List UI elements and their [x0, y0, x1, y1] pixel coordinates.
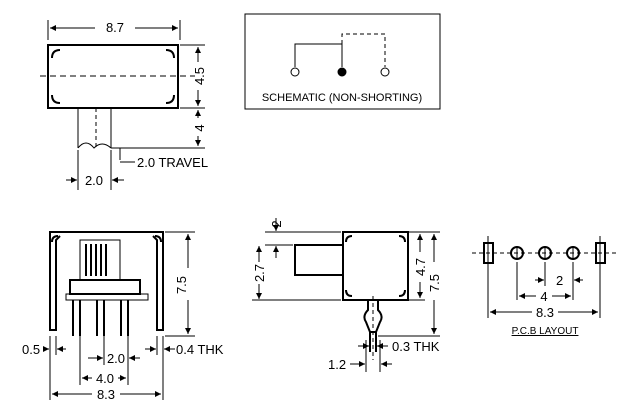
pitch-label: 2.0 — [107, 351, 125, 366]
contact-left — [290, 67, 300, 77]
top-corner-br — [165, 94, 175, 104]
front-corner-left — [51, 235, 59, 243]
connection-dashed — [341, 33, 386, 67]
side-corner-bl — [345, 289, 353, 297]
thk-label: 0.4 THK — [176, 342, 224, 357]
top-width-label: 8.7 — [106, 20, 124, 35]
pcb-layout: 2 4 8.3 P.C.B LAYOUT — [472, 236, 618, 337]
top-body — [47, 44, 179, 109]
dim-05-label: 0.5 — [22, 342, 40, 357]
connection-solid — [294, 43, 343, 67]
w20-label: 2.0 — [85, 173, 103, 188]
front-actuator-ribs — [85, 244, 107, 276]
pcb-span-label: 4 — [540, 289, 547, 304]
h4-label: 4 — [192, 124, 207, 131]
front-corner-right — [154, 235, 162, 243]
front-housing-base — [69, 279, 141, 295]
pcb-hole-centers — [487, 236, 601, 270]
w40-label: 4.0 — [96, 371, 114, 386]
pcb-pitch-label: 2 — [556, 273, 563, 288]
front-base-plate — [65, 293, 149, 301]
schematic-frame — [244, 13, 441, 110]
h75-label: 7.5 — [174, 276, 189, 294]
actuator-break — [77, 142, 112, 149]
pcb-width-label: 8.3 — [536, 305, 554, 320]
front-view: 7.5 0.5 2.0 0.4 THK 4.0 8.3 — [22, 231, 224, 402]
side-view: 2 2.7 4.7 7.5 1.2 0.3 THK — [252, 218, 442, 372]
top-corner-tl — [51, 49, 61, 59]
d47-label: 4.7 — [413, 258, 428, 276]
front-right-leg — [152, 232, 164, 331]
schematic-label: SCHEMATIC (NON-SHORTING) — [262, 92, 422, 104]
contact-right — [380, 67, 390, 77]
w83-label: 8.3 — [97, 387, 115, 402]
top-corner-tr — [165, 49, 175, 59]
contact-common — [337, 67, 347, 77]
d2-label: 2 — [269, 220, 284, 227]
d75-label: 7.5 — [427, 274, 442, 292]
front-top-frame — [49, 231, 164, 245]
side-corner-br — [398, 289, 406, 297]
h45-label: 4.5 — [192, 67, 207, 85]
schematic-box: SCHEMATIC (NON-SHORTING) — [244, 13, 441, 110]
top-corner-bl — [51, 94, 61, 104]
top-view: 8.7 4.5 4 2.0 2.0 TRAVEL — [40, 20, 208, 190]
travel-label: 2.0 TRAVEL — [137, 155, 208, 170]
d03-label: 0.3 THK — [392, 339, 440, 354]
d27-label: 2.7 — [252, 264, 267, 282]
side-actuator — [294, 244, 344, 276]
side-body — [342, 231, 409, 301]
pcb-layout-title: P.C.B LAYOUT — [512, 326, 579, 337]
d12-label: 1.2 — [328, 357, 346, 372]
side-corner-tl — [345, 235, 353, 243]
side-corner-tr — [398, 235, 406, 243]
front-left-leg — [49, 232, 61, 331]
